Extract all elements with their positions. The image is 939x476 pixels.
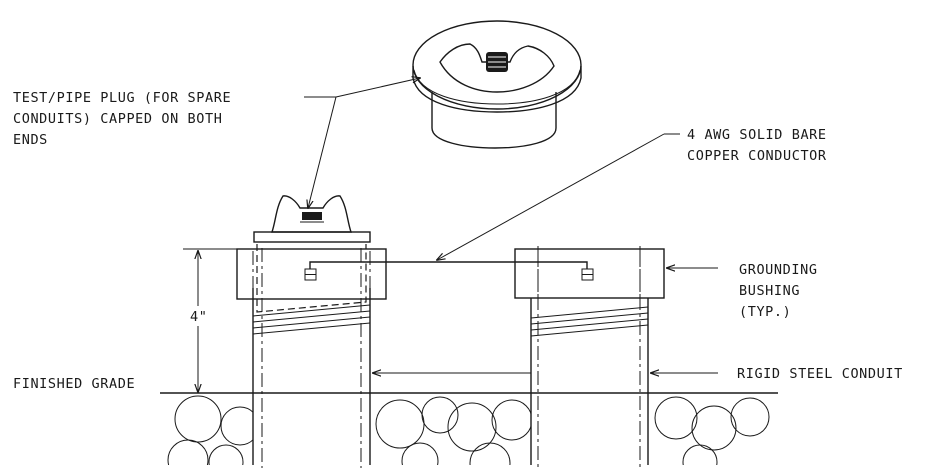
bonding-conductor xyxy=(309,261,588,269)
bushing-label-line-3: (TYP.) xyxy=(739,304,791,320)
conductor-label-line-2: COPPER CONDUCTOR xyxy=(687,148,827,164)
conduit-label: RIGID STEEL CONDUIT xyxy=(737,366,903,382)
left-conduit xyxy=(252,244,371,468)
height-dimension: 4" xyxy=(183,248,237,392)
installed-test-plug xyxy=(253,195,371,243)
leader-lines xyxy=(304,78,718,373)
test-plug-label-line-3: ENDS xyxy=(13,132,48,148)
conductor-label-line-1: 4 AWG SOLID BARE xyxy=(687,127,827,143)
right-grounding-bushing xyxy=(514,248,665,299)
test-plug-label-line-2: CONDUITS) CAPPED ON BOTH xyxy=(13,111,222,127)
test-plug-illustration xyxy=(412,20,582,149)
test-plug-label-line-1: TEST/PIPE PLUG (FOR SPARE xyxy=(13,90,231,106)
backfill-gravel xyxy=(167,393,770,465)
dimension-label: 4" xyxy=(190,309,207,325)
finished-grade-label: FINISHED GRADE xyxy=(13,376,135,392)
bushing-callout: GROUNDING BUSHING (TYP.) xyxy=(739,262,818,320)
bushing-label-line-1: GROUNDING xyxy=(739,262,818,278)
right-lug-screw-icon xyxy=(581,268,594,281)
bushing-label-line-2: BUSHING xyxy=(739,283,800,299)
left-lug-screw-icon xyxy=(304,268,317,281)
test-plug-callout: TEST/PIPE PLUG (FOR SPARE CONDUITS) CAPP… xyxy=(13,90,231,148)
conductor-callout: 4 AWG SOLID BARE COPPER CONDUCTOR xyxy=(687,127,827,164)
left-grounding-bushing xyxy=(236,248,387,300)
